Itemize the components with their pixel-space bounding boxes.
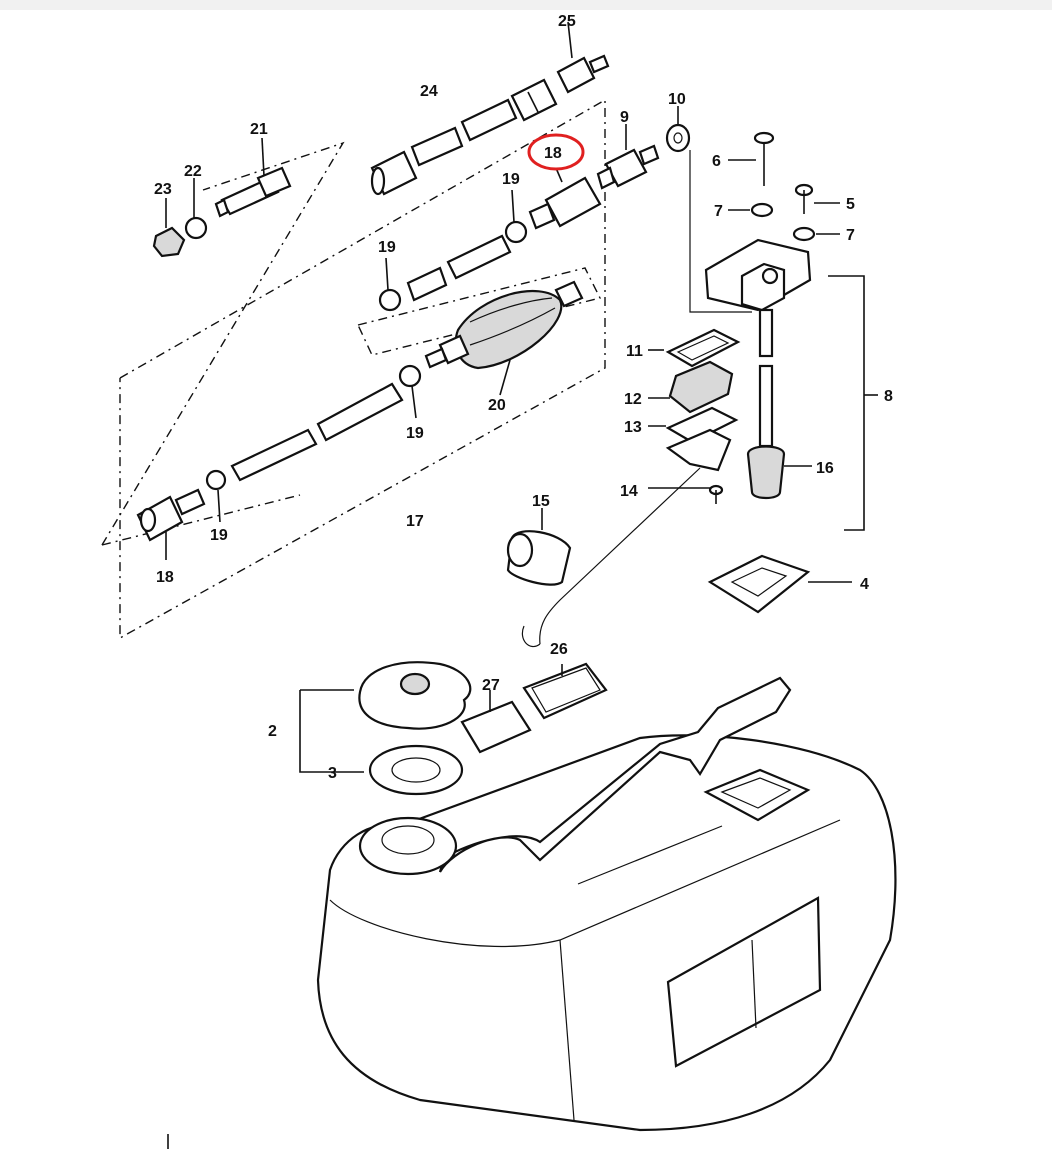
callout-20: 20 xyxy=(488,397,506,414)
callout-7-right: 7 xyxy=(846,227,855,244)
parts-9-10 xyxy=(596,106,691,190)
callout-4: 4 xyxy=(860,576,869,593)
fuel-line-assembly-outline xyxy=(101,98,606,640)
callout-8: 8 xyxy=(884,388,893,405)
callout-19-lower: 19 xyxy=(210,527,228,544)
callout-7-left: 7 xyxy=(714,203,723,220)
callout-2: 2 xyxy=(268,723,277,740)
callout-26: 26 xyxy=(550,641,568,658)
top-strip xyxy=(0,0,1052,10)
fuel-tank-body xyxy=(316,676,897,1132)
callout-10: 10 xyxy=(668,91,686,108)
callout-18-lower: 18 xyxy=(156,569,174,586)
part-18-connector-upper xyxy=(528,167,602,230)
float-15 xyxy=(506,508,572,586)
callout-24: 24 xyxy=(420,83,438,100)
screws-washers-5-6-7 xyxy=(728,131,840,242)
callout-27: 27 xyxy=(482,677,500,694)
parts-21-22-23 xyxy=(152,137,292,258)
callout-23: 23 xyxy=(154,181,172,198)
highlight-circle-18 xyxy=(527,133,585,171)
callout-18-upper: 18 xyxy=(544,145,562,162)
primer-bulb-20 xyxy=(424,280,584,396)
fuel-hoses xyxy=(230,98,518,482)
callout-14: 14 xyxy=(620,483,638,500)
callout-5: 5 xyxy=(846,196,855,213)
fuel-gauge-assembly-8 xyxy=(689,150,878,531)
part-18-connector-lower xyxy=(136,488,206,560)
callout-25: 25 xyxy=(558,13,576,30)
callout-12: 12 xyxy=(624,391,642,408)
callout-9: 9 xyxy=(620,109,629,126)
gaskets-11-12-13-14 xyxy=(521,328,741,648)
hose-clips-19 xyxy=(205,189,528,523)
callout-22: 22 xyxy=(184,163,202,180)
callout-13: 13 xyxy=(624,419,642,436)
part-24-hose-connector xyxy=(370,78,558,196)
callout-19-lower-mid: 19 xyxy=(406,425,424,442)
part-25-fitting xyxy=(556,21,610,94)
callout-labels: 25 24 21 22 23 18 19 19 9 10 6 5 7 7 11 … xyxy=(154,13,893,782)
callout-21: 21 xyxy=(250,121,268,138)
callout-6: 6 xyxy=(712,153,721,170)
filler-cap-2-gasket-3 xyxy=(299,661,472,796)
callout-11: 11 xyxy=(626,343,643,360)
callout-15: 15 xyxy=(532,493,550,510)
labels-26-27 xyxy=(460,662,608,754)
callout-3: 3 xyxy=(328,765,337,782)
callout-17: 17 xyxy=(406,513,424,530)
callout-19-mid: 19 xyxy=(378,239,396,256)
gasket-4 xyxy=(707,554,852,614)
callout-16: 16 xyxy=(816,460,834,477)
callout-19-upper: 19 xyxy=(502,171,520,188)
